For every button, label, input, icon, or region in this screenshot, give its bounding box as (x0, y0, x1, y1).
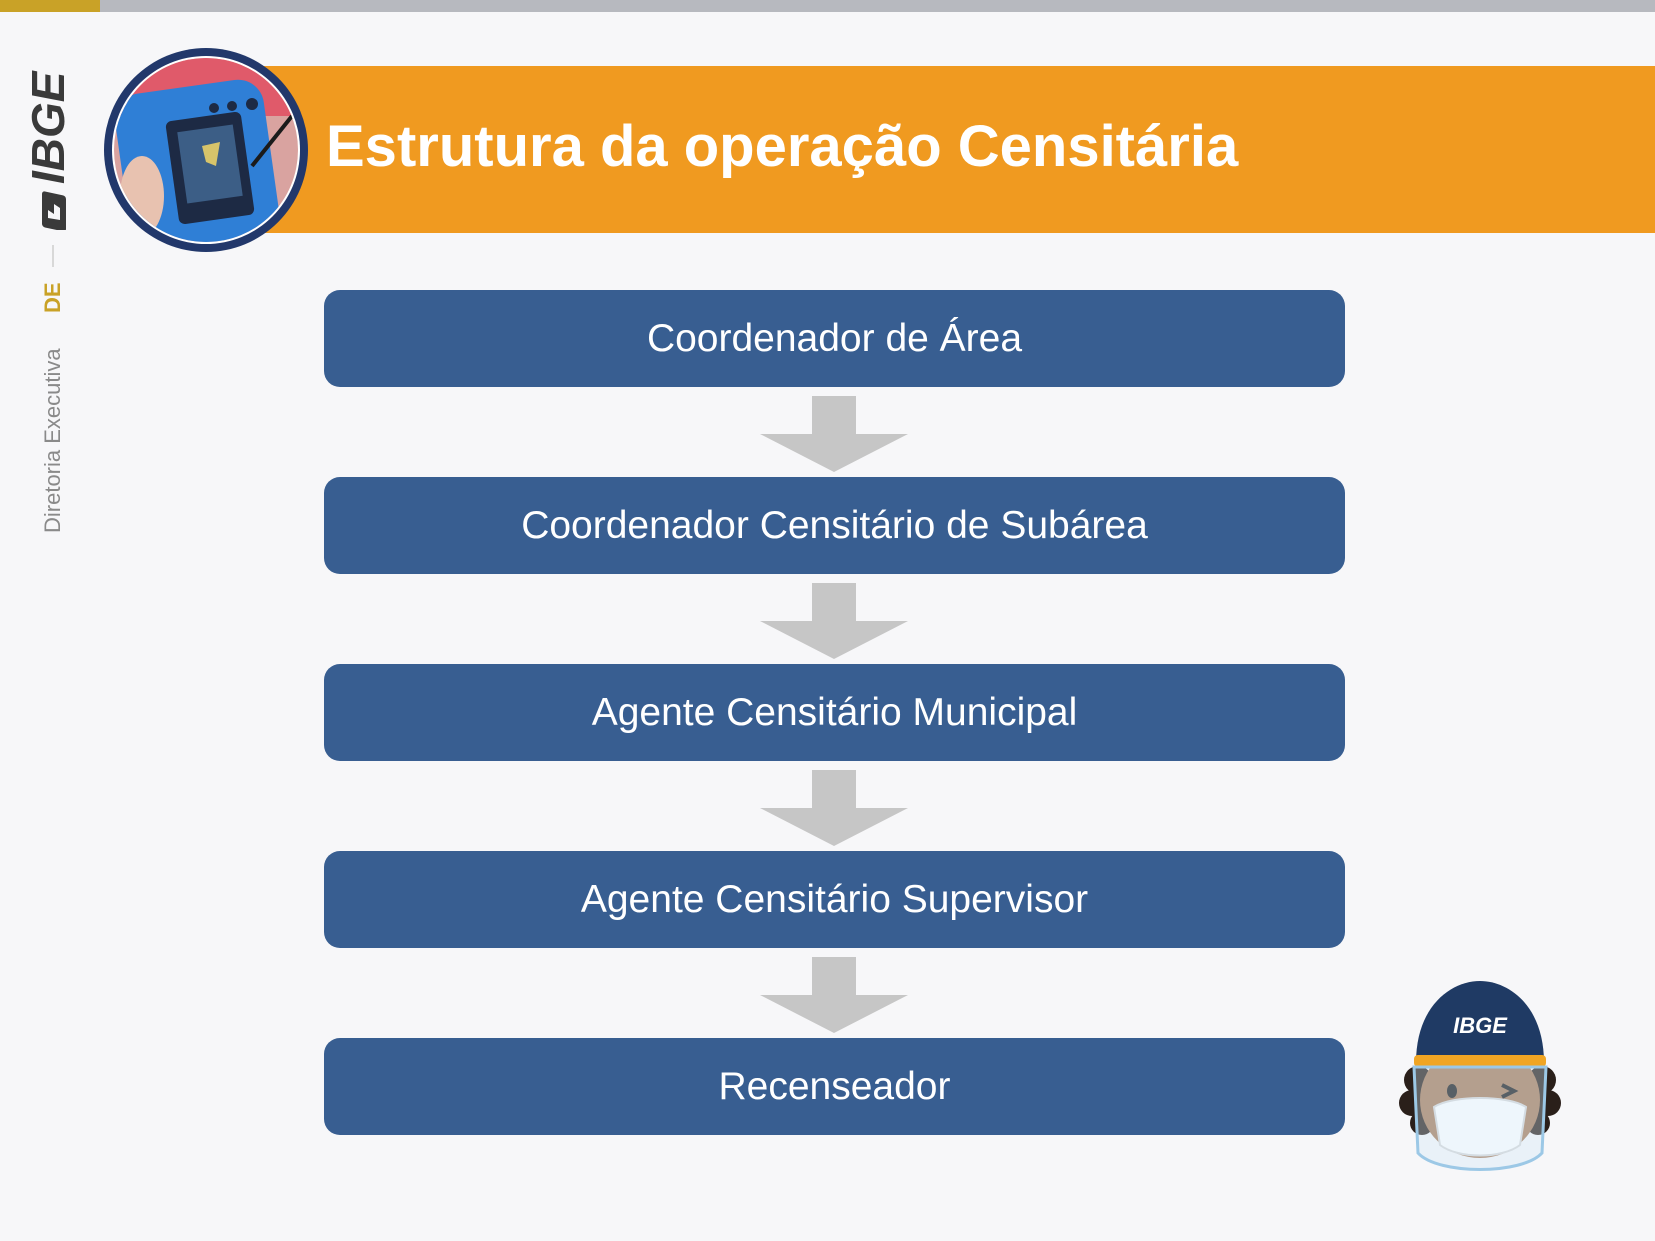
top-bar (0, 0, 1655, 12)
sidebar-divider (52, 245, 54, 267)
hierarchy-box-coordenador-subarea: Coordenador Censitário de Subárea (324, 477, 1345, 574)
hierarchy-box-coordenador-area: Coordenador de Área (324, 290, 1345, 387)
down-arrow-icon (760, 396, 908, 472)
hierarchy-box-recenseador: Recenseador (324, 1038, 1345, 1135)
hierarchy-box-agente-municipal: Agente Censitário Municipal (324, 664, 1345, 761)
down-arrow-icon (760, 957, 908, 1033)
down-arrow-icon (760, 583, 908, 659)
tablet-photo-icon (102, 46, 310, 254)
mascot-cap-logo-text: IBGE (1453, 1013, 1508, 1038)
sidebar-caption: DE Diretoria Executiva (22, 282, 82, 543)
census-mascot-icon: IBGE (1392, 975, 1568, 1180)
sidebar-caption-abbr: DE (40, 283, 65, 313)
sidebar-logo-text: IBGE (28, 70, 74, 184)
sidebar-caption-text: Diretoria Executiva (40, 348, 65, 533)
ibge-logo-icon: IBGE (22, 60, 78, 232)
top-bar-accent (0, 0, 100, 12)
down-arrow-icon (760, 770, 908, 846)
page-title: Estrutura da operação Censitária (326, 114, 1239, 179)
hierarchy-box-agente-supervisor: Agente Censitário Supervisor (324, 851, 1345, 948)
title-band (230, 66, 1655, 233)
